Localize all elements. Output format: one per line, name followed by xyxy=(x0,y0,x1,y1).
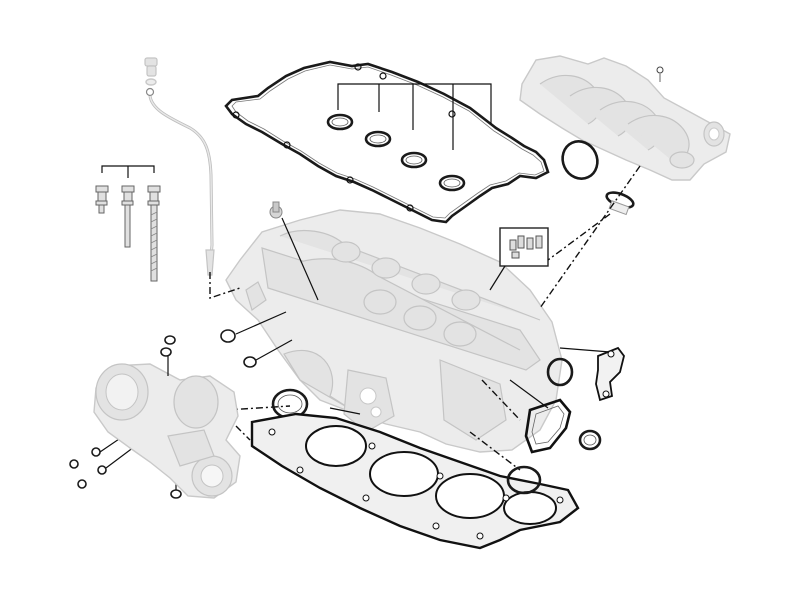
bolt-medium xyxy=(121,185,135,248)
cylinder-head-cover-gasket[interactable] xyxy=(224,60,550,224)
assembly-leader-lines xyxy=(209,165,641,471)
exhaust-turbocharger[interactable] xyxy=(93,356,251,499)
intake-manifold-seal-ring[interactable] xyxy=(557,136,636,216)
intake-manifold[interactable] xyxy=(519,55,731,181)
cylinder-head-gasket[interactable] xyxy=(250,412,580,550)
coolant-flange-gasket[interactable] xyxy=(524,346,625,454)
bolt-short xyxy=(95,185,109,214)
small-parts-kit[interactable] xyxy=(489,227,549,291)
bolt-long xyxy=(147,185,161,282)
engine-oil-dipstick[interactable] xyxy=(144,57,215,276)
gasket-seal-ring[interactable] xyxy=(506,465,542,495)
cylinder-head-bolts[interactable] xyxy=(95,165,161,282)
cylinder-head[interactable] xyxy=(225,201,563,453)
spark-plug-well-seal-rings[interactable] xyxy=(326,113,466,192)
